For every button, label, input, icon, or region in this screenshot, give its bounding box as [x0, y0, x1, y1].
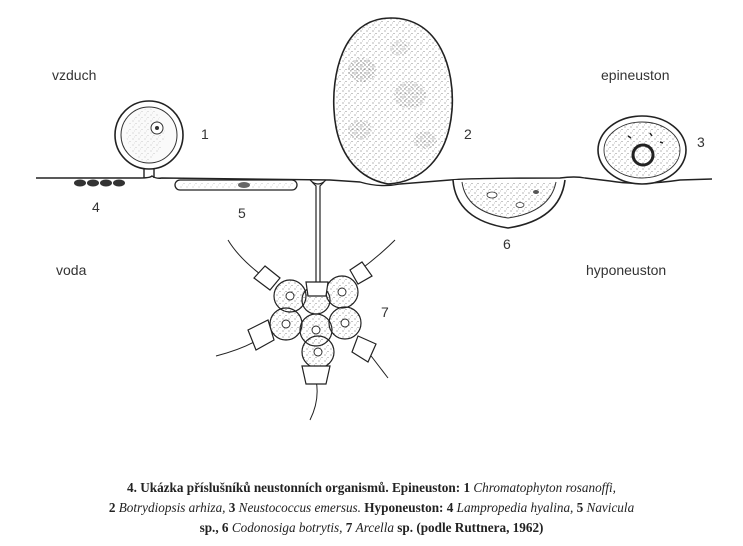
caption-species-2: Botrydiopsis arhiza,: [119, 500, 226, 515]
organism-2-botrydiopsis: [334, 18, 453, 184]
number-1: 1: [201, 126, 209, 142]
organism-3-neustococcus: [598, 116, 686, 184]
caption-n5: 5: [577, 500, 584, 515]
caption-n1: 1: [463, 480, 470, 495]
caption-species-4: Lampropedia hyalina,: [457, 500, 574, 515]
number-4: 4: [92, 199, 100, 215]
label-hyponeuston: hyponeuston: [586, 262, 666, 278]
caption-species-5: Navicula: [587, 500, 635, 515]
figure-caption: 4. Ukázka příslušníků neustonních organi…: [10, 478, 733, 538]
caption-n2: 2: [109, 500, 116, 515]
number-7: 7: [381, 304, 389, 320]
label-epineuston: epineuston: [601, 67, 670, 83]
caption-figure-number: 4.: [127, 480, 137, 495]
number-6: 6: [503, 236, 511, 252]
organism-6-codonosiga: [453, 180, 565, 228]
number-2: 2: [464, 126, 472, 142]
organism-5-navicula: [175, 180, 297, 190]
organism-4-lampropedia: [74, 180, 125, 187]
organism-1-chromatophyton: [115, 101, 183, 178]
caption-species-5-suffix: sp.,: [200, 520, 219, 535]
caption-species-1: Chromatophyton rosanoffi,: [473, 480, 616, 495]
caption-n3: 3: [229, 500, 236, 515]
caption-hypo-label: Hyponeuston:: [364, 500, 443, 515]
number-5: 5: [238, 205, 246, 221]
caption-n4: 4: [447, 500, 454, 515]
caption-species-3: Neustococcus emersus.: [239, 500, 361, 515]
caption-epi-label: Epineuston:: [392, 480, 460, 495]
label-air: vzduch: [52, 67, 96, 83]
caption-lead: Ukázka příslušníků neustonních organismů…: [140, 480, 388, 495]
number-3: 3: [697, 134, 705, 150]
caption-tail: sp. (podle Ruttnera, 1962): [397, 520, 543, 535]
caption-n7: 7: [346, 520, 353, 535]
caption-n6: 6: [222, 520, 229, 535]
label-water: voda: [56, 262, 87, 278]
caption-species-7: Arcella: [356, 520, 394, 535]
caption-species-6: Codonosiga botrytis,: [232, 520, 343, 535]
